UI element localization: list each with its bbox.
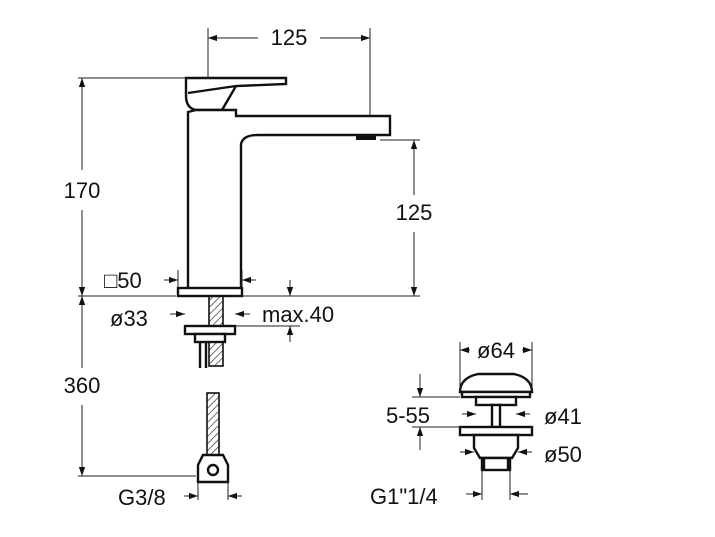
label-waste-body: ø41 [544,404,582,429]
label-spout-reach: 125 [271,25,308,50]
mounting-kit [183,295,237,368]
faucet-dimensions: 125 170 125 □50 ø33 max.40 360 [64,25,433,510]
waste-stem [490,403,502,429]
base-plate [176,286,244,298]
washer-plate [183,324,237,336]
label-hose-length: 360 [64,373,101,398]
label-spout-height: 125 [396,200,433,225]
waste-dimensions: ø64 5-55 ø41 ø50 G1"1/4 [370,338,582,509]
lever-handle [184,76,288,112]
label-base-square: □50 [104,268,142,293]
label-waste-range: 5-55 [386,403,430,428]
hose-braid [206,392,220,456]
faucet-drawing [176,76,392,298]
supply-hose [196,392,230,500]
label-total-height: 170 [64,178,101,203]
label-hose-thread: G3/8 [118,485,166,510]
label-hole-diameter: ø33 [110,306,148,331]
faucet-body [186,108,392,292]
label-waste-top: ø64 [477,338,515,363]
waste-body [472,433,520,460]
label-max-thickness: max.40 [262,302,334,327]
label-waste-thread: G1"1/4 [370,484,438,509]
hose-fitting [196,453,230,484]
waste-stem-collar [474,395,518,407]
aerator [356,135,376,140]
waste-thread [480,456,512,472]
waste-cap [458,372,534,394]
label-waste-flange: ø50 [544,442,582,467]
nut [193,332,227,344]
waste-drawing [458,372,534,472]
